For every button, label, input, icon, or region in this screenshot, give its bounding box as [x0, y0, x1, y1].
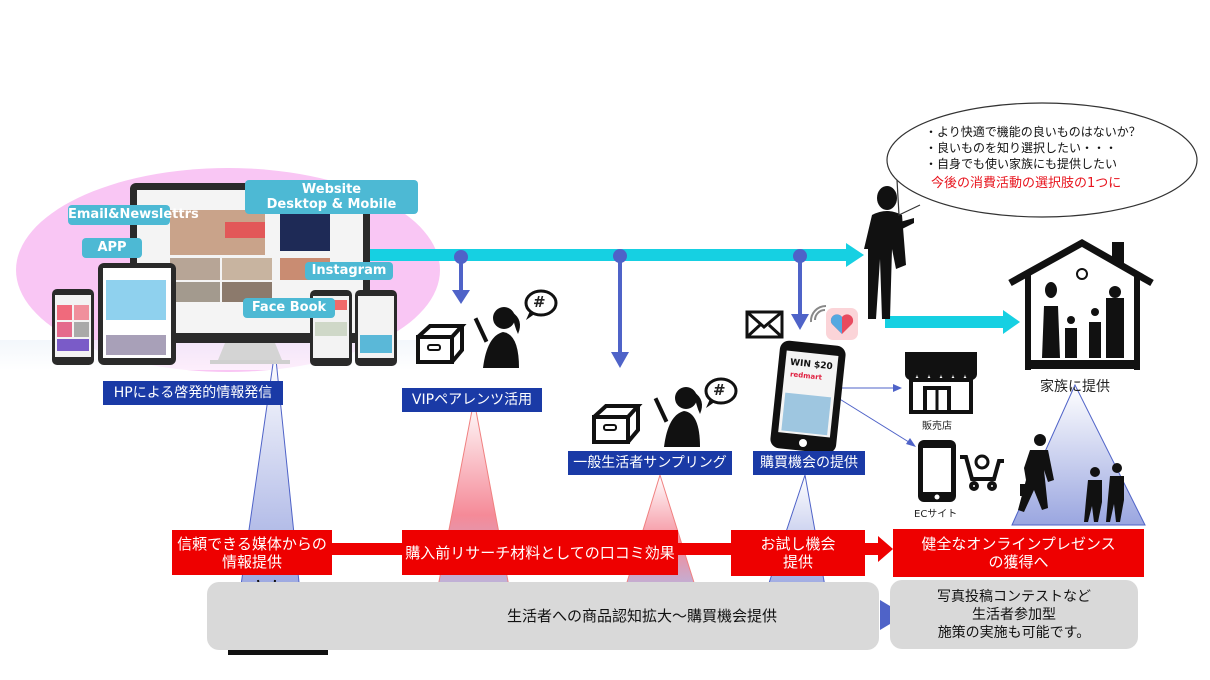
hashtag-sampling: # [713, 381, 726, 399]
ec-caption: ECサイト [914, 509, 958, 520]
summary-side-box: 写真投稿コンテストなど 生活者参加型 施策の実施も可能です。 [890, 580, 1138, 649]
box-icon-sampling [592, 404, 643, 444]
effect-4-line1: 健全なオンラインプレゼンス [921, 535, 1116, 553]
cart-icon [960, 454, 1004, 491]
tablet-device [98, 263, 176, 365]
store-caption: 販売店 [922, 421, 952, 432]
website-line2: Desktop & Mobile [266, 197, 397, 212]
woman-phone-icon-sampling [653, 387, 702, 447]
phone-instagram [355, 290, 397, 366]
stage-vip: VIPペアレンツ活用 [402, 388, 542, 412]
effect-2-line1: 購入前リサーチ材料としての口コミ効果 [405, 543, 675, 562]
effect-trial: お試し機会 提供 [731, 530, 865, 576]
speech-content: ・より快適で機能の良いものはないか？ ・良いものを知り選択したい・・・ ・自身で… [925, 124, 1141, 192]
speech-ellipse [886, 102, 1198, 218]
ec-phone-icon [918, 440, 956, 502]
speech-line-1: ・より快適で機能の良いものはないか？ [925, 125, 1141, 139]
website-line1: Website [301, 182, 362, 197]
family-flow-arrow [885, 316, 1005, 328]
signal-icon [809, 304, 827, 323]
speech-highlight: 今後の消費活動の選択肢の1つに [931, 176, 1122, 191]
bubble-facebook: Face Book [243, 298, 335, 318]
speech-line-3: ・自身でも使い家族にも提供したい [925, 157, 1118, 171]
speech-line-2: ・良いものを知り選択したい・・・ [925, 141, 1118, 155]
main-flow-arrow [368, 249, 848, 261]
commuters-silhouette [1018, 434, 1124, 522]
effect-1-line1: 信頼できる媒体からの [177, 534, 327, 553]
summary-side-line-2: 生活者参加型 [972, 607, 1056, 623]
bubble-instagram: Instagram [305, 262, 393, 280]
effect-3-line2: 提供 [782, 553, 813, 571]
family-caption: 家族に提供 [1040, 379, 1110, 395]
stage-hp: HPによる啓発的情報発信 [103, 381, 283, 405]
summary-main-text: 生活者への商品認知拡大～購買機会提供 [507, 607, 778, 625]
phone-left [52, 289, 94, 365]
hashtag-bubble-vip [524, 289, 558, 320]
hashtag-vip: # [533, 293, 546, 311]
effect-word-of-mouth: 購入前リサーチ材料としての口コミ効果 [402, 530, 678, 575]
envelope-icon [745, 310, 784, 339]
hashtag-bubble-sampling [704, 377, 738, 408]
summary-side-line-1: 写真投稿コンテストなど [937, 589, 1091, 605]
house-icon [1008, 238, 1154, 370]
box-icon-vip [416, 324, 467, 364]
summary-side-line-3: 施策の実施も可能です。 [937, 625, 1091, 641]
stage-purchase: 購買機会の提供 [753, 451, 865, 475]
effect-1-line2: 情報提供 [221, 552, 282, 571]
store-icon [905, 352, 977, 414]
woman-phone-icon-vip [473, 307, 520, 368]
bubble-email: Email&Newslettrs [68, 205, 199, 225]
businesswoman-silhouette [864, 186, 914, 319]
bubble-app: APP [82, 238, 142, 258]
bubble-website: Website Desktop & Mobile [245, 180, 418, 214]
effect-online-presence: 健全なオンラインプレゼンス の獲得へ [893, 529, 1144, 577]
effect-3-line1: お試し機会 [760, 535, 836, 553]
summary-main-box: 生活者への商品認知拡大～購買機会提供 [207, 582, 879, 650]
stage-sampling: 一般生活者サンプリング [568, 451, 732, 475]
smartphone-ad [770, 340, 846, 454]
effect-trusted-media: 信頼できる媒体からの 情報提供 [172, 530, 332, 575]
effect-4-line2: の獲得へ [988, 553, 1049, 571]
app-heart-icon [826, 308, 858, 340]
